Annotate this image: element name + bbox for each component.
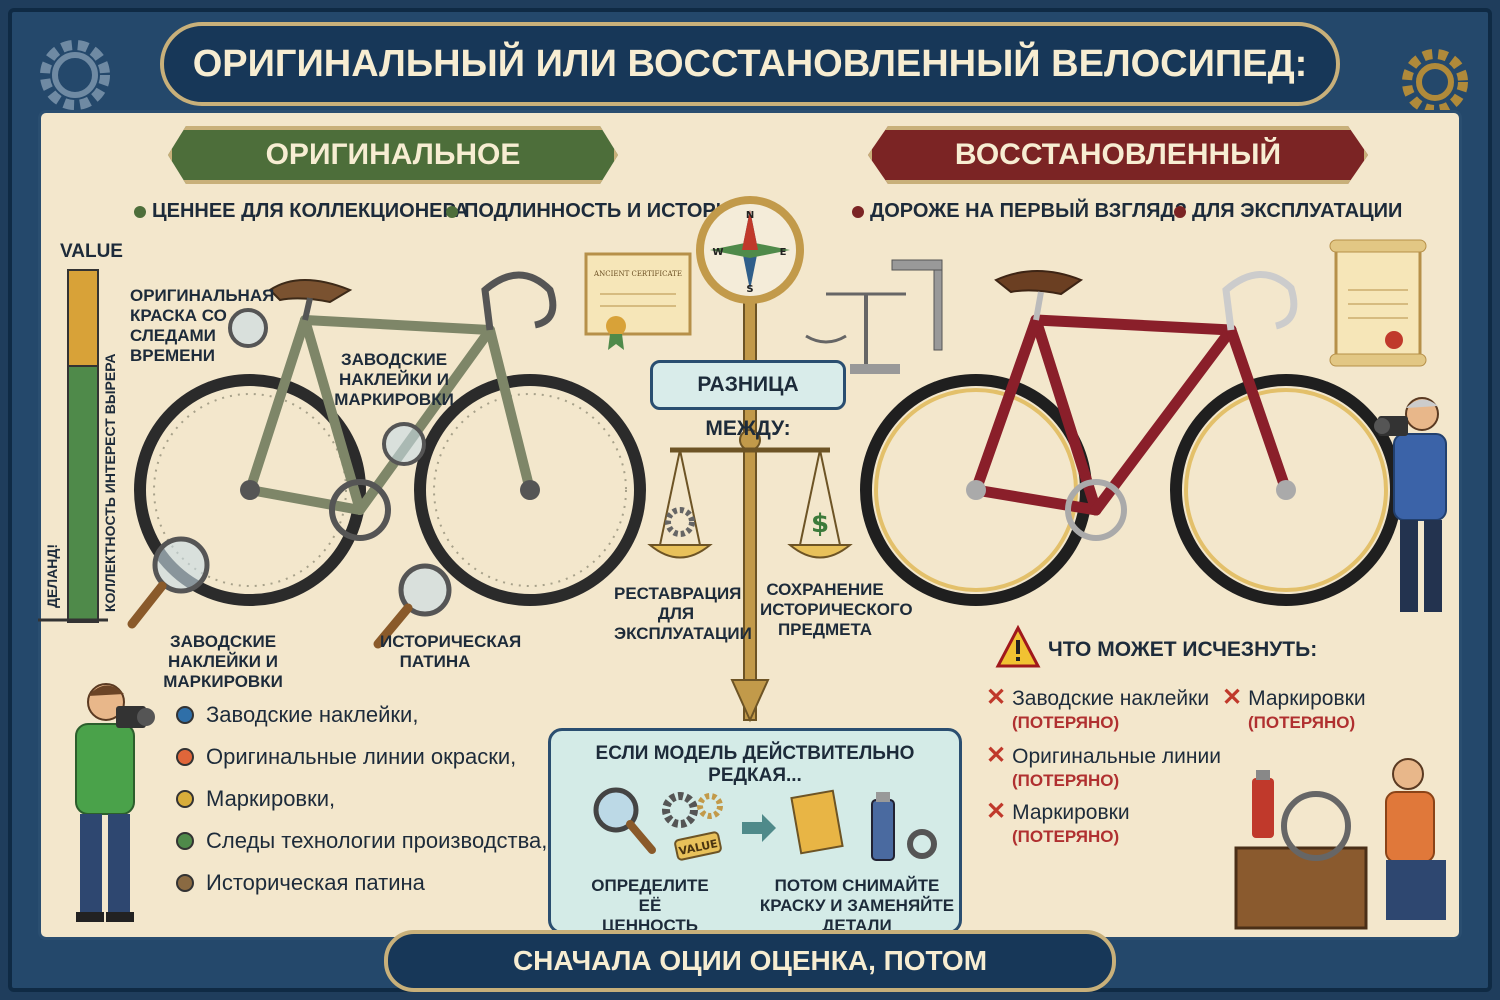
left-bullet-authenticity: ПОДЛИННОСТЬ И ИСТОРИЯ <box>446 200 744 223</box>
lost-item: ✕Заводские наклейки (ПОТЕРЯНО) <box>986 684 1210 733</box>
value-bar <box>38 269 108 623</box>
right-bullet-usage: ДЛЯ ЭКСПЛУАТАЦИИ <box>1174 200 1402 223</box>
cross-icon: ✕ <box>1222 684 1243 711</box>
compass-n: N <box>746 210 754 221</box>
warning-icon <box>995 624 1041 668</box>
magnifier-icon <box>127 536 210 629</box>
features-list: Заводские наклейки, Оригинальные линии о… <box>176 694 547 904</box>
bullet-dot <box>446 205 458 218</box>
lost-item: ✕Маркировки (ПОТЕРЯНО) <box>986 798 1130 847</box>
difference-label: РАЗНИЦА МЕЖДУ: <box>650 360 846 440</box>
mechanic-illustration <box>1234 758 1446 930</box>
gear-icon <box>40 40 110 110</box>
left-bullet-collector: ЦЕННЕЕ ДЛЯ КОЛЛЕКЦИОНЕРА <box>134 200 469 223</box>
original-state-banner: ОРИГИНАЛЬНОЕ СОСТОЯНИЕ <box>168 126 618 184</box>
cross-icon: ✕ <box>986 684 1007 711</box>
step-strip-paint: ПОТОМ СНИМАЙТЕ КРАСКУ И ЗАМЕНЯЙТЕ ДЕТАЛИ <box>759 876 955 935</box>
scroll-certificate-icon <box>1329 239 1427 367</box>
gear-icon <box>1402 49 1468 115</box>
process-icons: VALUE <box>593 787 937 861</box>
compass-e: E <box>780 247 787 258</box>
list-dot <box>176 832 194 850</box>
bullet-dot <box>1174 205 1186 218</box>
magnifier-icon <box>228 308 268 348</box>
restored-bicycle <box>860 270 1402 606</box>
list-item: Историческая патина <box>176 862 547 904</box>
bullet-dot <box>852 205 864 218</box>
magnifier-icon <box>373 563 452 649</box>
step-determine-value: ОПРЕДЕЛИТЕ ЕЁ ЦЕННОСТЬ <box>591 876 709 935</box>
rare-title: ЕСЛИ МОДЕЛЬ ДЕЙСТВИТЕЛЬНО РЕДКАЯ... <box>595 743 915 786</box>
lost-heading: ЧТО МОЖЕТ ИСЧЕЗНУТЬ: <box>1048 638 1318 661</box>
list-item: Заводские наклейки, <box>176 694 547 736</box>
photographer-right-illustration <box>1374 397 1447 612</box>
compass-s: S <box>746 284 753 295</box>
callout-decals-bottom: ЗАВОДСКИЕ НАКЛЕЙКИ И МАРКИРОВКИ <box>163 632 283 691</box>
list-item: Маркировки, <box>176 778 547 820</box>
svg-text:$: $ <box>811 509 829 539</box>
lost-item: ✕Маркировки (ПОТЕРЯНО) <box>1222 684 1366 733</box>
list-dot <box>176 706 194 724</box>
original-bicycle <box>134 271 646 606</box>
footer-banner: СНАЧАЛА ОЦИИ ОЦЕНКА, ПОТОМ ВОССТАНОВЛЕНИ… <box>384 930 1116 1000</box>
compass-w: W <box>712 247 723 258</box>
photographer-illustration <box>75 683 155 922</box>
list-item: Оригинальные линии окраски, <box>176 736 547 778</box>
list-dot <box>176 748 194 766</box>
certificate-icon: ANCIENT CERTIFICATE <box>584 252 692 350</box>
certificate-text: ANCIENT CERTIFICATE <box>593 270 682 278</box>
cross-icon: ✕ <box>986 798 1007 825</box>
scale-left-label: РЕСТАВРАЦИЯ ДЛЯ ЭКСПЛУАТАЦИИ <box>614 584 752 643</box>
list-dot <box>176 874 194 892</box>
page-title: ОРИГИНАЛЬНЫЙ ИЛИ ВОССТАНОВЛЕННЫЙ ВЕЛОСИП… <box>160 22 1340 161</box>
callout-patina: ИСТОРИЧЕСКАЯ ПАТИНА <box>380 632 522 671</box>
scale-right-label: СОХРАНЕНИЕ ИСТОРИЧЕСКОГО ПРЕДМЕТА <box>760 580 913 639</box>
right-bullet-expensive: ДОРОЖЕ НА ПЕРВЫЙ ВЗГЛЯД? <box>852 200 1187 223</box>
bullet-dot <box>134 205 146 218</box>
vertical-axis-label-2: ДЕЛАНД! <box>44 544 60 608</box>
lost-item: ✕Оригинальные линии (ПОТЕРЯНО) <box>986 742 1221 791</box>
vertical-axis-label: КОЛЛЕКТНОСТЬ ИНТЕРЕСТ ВЫРЕРА <box>102 353 118 612</box>
balance-tool-icon <box>805 259 943 374</box>
callout-paint: ОРИГИНАЛЬНАЯ КРАСКА СО СЛЕДАМИ ВРЕМЕНИ <box>130 286 275 365</box>
list-item: Следы технологии производства, <box>176 820 547 862</box>
magnifier-icon <box>382 422 426 466</box>
cross-icon: ✕ <box>986 742 1007 769</box>
list-dot <box>176 790 194 808</box>
value-label: VALUE <box>60 241 123 262</box>
callout-decals-top: ЗАВОДСКИЕ НАКЛЕЙКИ И МАРКИРОВКИ <box>334 350 454 409</box>
restored-bike-banner: ВОССТАНОВЛЕННЫЙ ВЕЛОСИПЕД <box>868 126 1368 184</box>
